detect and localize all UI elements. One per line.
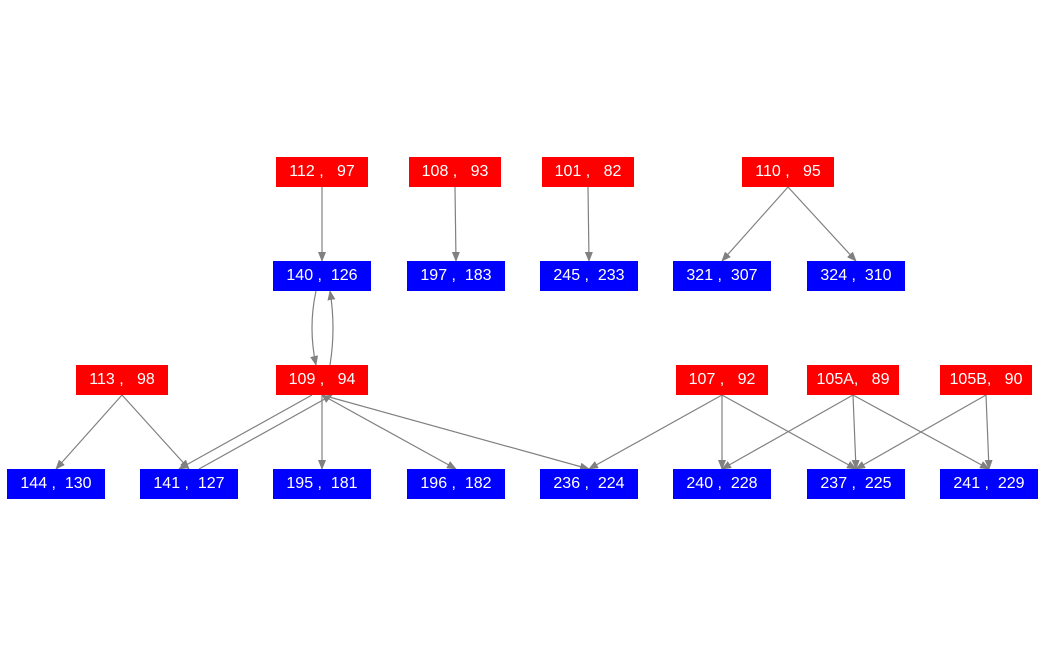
node-109-94: 109 , 94 [276, 365, 368, 395]
edge-105B_90-to-241_229 [984, 394, 993, 470]
node-196-182: 196 , 182 [407, 469, 505, 499]
edge-101_82-to-245_233 [584, 186, 593, 262]
node-144-130: 144 , 130 [7, 469, 105, 499]
node-112-97: 112 , 97 [276, 157, 368, 187]
edge-107_92-to-237_225 [721, 394, 857, 470]
node-101-82: 101 , 82 [542, 157, 634, 187]
edge-105A_89-to-240_228 [721, 394, 854, 470]
node-324-310: 324 , 310 [807, 261, 905, 291]
edge-105A_89-to-237_225 [851, 394, 860, 470]
node-197-183: 197 , 183 [407, 261, 505, 291]
edge-109_94-to-236_224 [321, 394, 590, 471]
node-321-307: 321 , 307 [673, 261, 771, 291]
node-240-228: 240 , 228 [673, 469, 771, 499]
edge-113_98-to-144_130 [55, 394, 123, 470]
edge-113_98-to-141_127 [121, 394, 190, 470]
node-245-233: 245 , 233 [540, 261, 638, 291]
edge-109_94-to-196_182 [321, 394, 457, 470]
node-105a-89: 105A, 89 [807, 365, 899, 395]
node-237-225: 237 , 225 [807, 469, 905, 499]
edge-141_127-to-109_94 [198, 394, 333, 470]
node-107-92: 107 , 92 [676, 365, 768, 395]
node-241-229: 241 , 229 [940, 469, 1038, 499]
edge-107_92-to-236_224 [588, 394, 723, 470]
node-110-95: 110 , 95 [742, 157, 834, 187]
edge-105B_90-to-237_225 [855, 394, 987, 470]
node-113-98: 113 , 98 [76, 365, 168, 395]
node-140-126: 140 , 126 [273, 261, 371, 291]
node-105b-90: 105B, 90 [940, 365, 1032, 395]
node-236-224: 236 , 224 [540, 469, 638, 499]
node-195-181: 195 , 181 [273, 469, 371, 499]
edge-108_93-to-197_183 [451, 186, 460, 262]
edge-109_94-to-140_126 [327, 290, 336, 366]
node-108-93: 108 , 93 [409, 157, 501, 187]
edge-140_126-to-109_94 [310, 290, 319, 366]
edge-109_94-to-141_127 [178, 394, 313, 470]
node-141-127: 141 , 127 [140, 469, 238, 499]
edge-110_95-to-324_310 [787, 186, 857, 262]
edge-110_95-to-321_307 [721, 186, 789, 262]
